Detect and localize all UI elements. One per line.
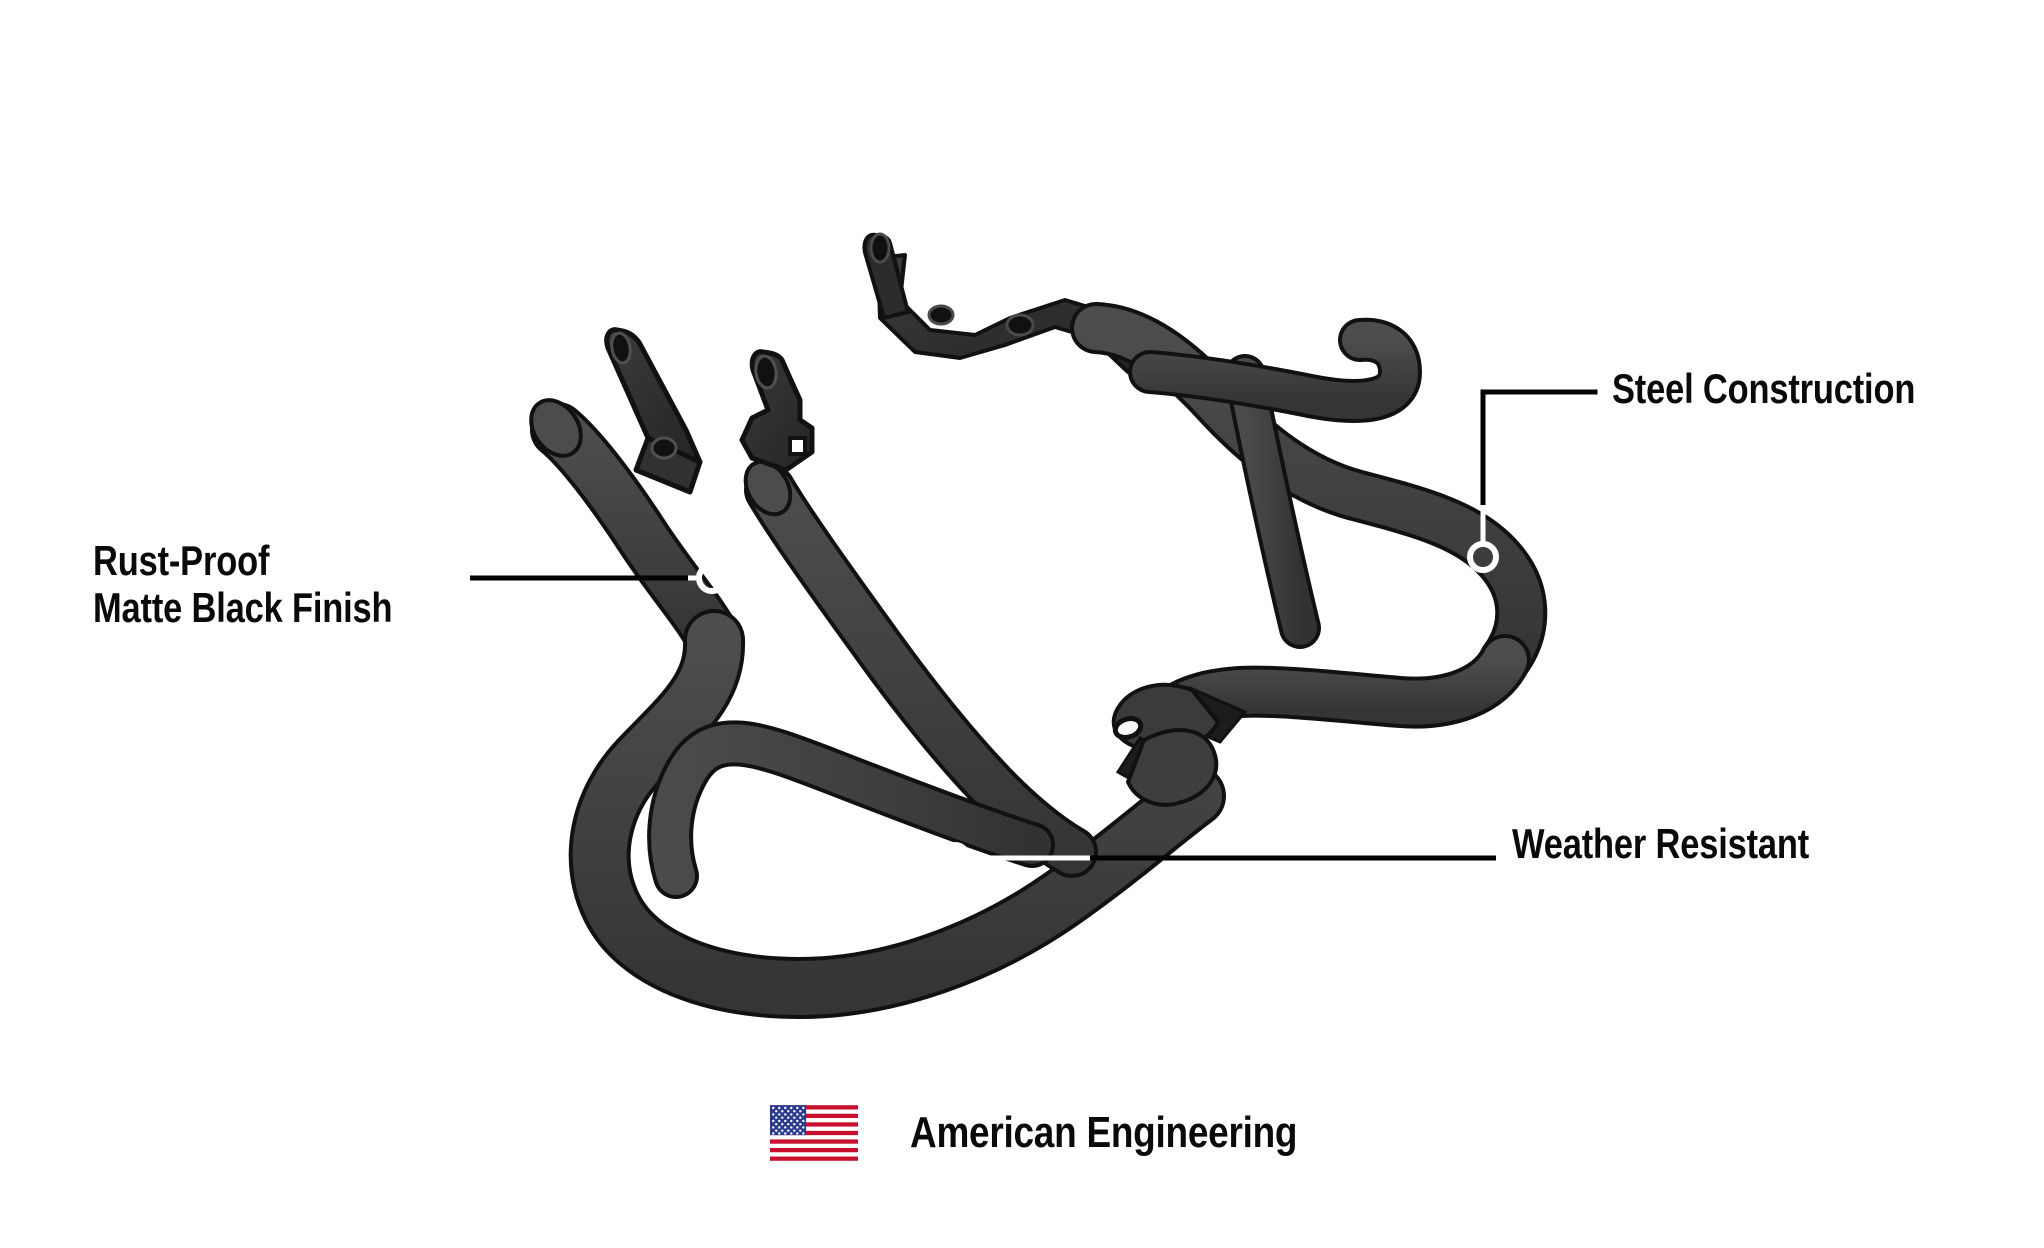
front-left-bracket-hole-2 xyxy=(650,436,678,460)
front-diagonal-brace-fill xyxy=(651,724,1051,895)
rear-hoop-assembly xyxy=(862,232,1548,753)
callout-label-rust-proof-line2: Matte Black Finish xyxy=(92,584,393,632)
callout-label-rust-proof-line1: Rust-Proof xyxy=(92,537,270,584)
callout-label-weather-resistant-line1: Weather Resistant xyxy=(1512,820,1810,867)
footer-badge-text: American Engineering xyxy=(910,1108,1298,1157)
rear-bracket-bolt-hole-3 xyxy=(1005,313,1035,337)
front-middle-bracket-notch xyxy=(788,436,807,456)
front-loop-main-tube-fill xyxy=(572,613,1222,1016)
front-left-mount-bracket xyxy=(604,327,703,495)
front-inner-tube-fill xyxy=(748,468,1094,874)
front-tube-end-cap xyxy=(1115,728,1219,807)
front-inner-tube-end xyxy=(743,459,793,517)
front-left-tube-end xyxy=(529,398,583,458)
callout-label-steel-construction: Steel Construction xyxy=(1612,365,1915,412)
ring-marker-icon-weather-resistant[interactable] xyxy=(939,842,971,874)
ring-marker-icon-steel-construction[interactable] xyxy=(1467,541,1499,573)
callout-label-steel-construction-line1: Steel Construction xyxy=(1612,365,1916,412)
front-left-bracket-hole-1 xyxy=(610,331,632,365)
front-left-upper-tube-fill xyxy=(534,406,738,664)
ring-marker-icon-rust-proof[interactable] xyxy=(696,562,728,594)
callout-leader-rust-proof xyxy=(470,562,728,594)
callout-label-rust-proof: Rust-Proof Matte Black Finish xyxy=(92,537,393,632)
rear-bracket-bolt-hole-2 xyxy=(927,304,955,326)
leader-line-steel-construction xyxy=(1480,389,1598,515)
us-flag-icon xyxy=(770,1105,858,1161)
front-loop-assembly xyxy=(529,327,1226,1020)
front-middle-bracket-hole xyxy=(754,354,778,390)
front-middle-step-bracket xyxy=(739,349,815,473)
callout-label-weather-resistant: Weather Resistant xyxy=(1512,820,1809,867)
callout-leader-weather-resistant xyxy=(939,842,1496,874)
rear-crossover-tube-fill xyxy=(1132,321,1419,419)
rear-end-cap-hole xyxy=(1112,716,1144,740)
callout-leader-steel-construction xyxy=(1467,389,1598,573)
footer-badge: American Engineering xyxy=(770,1105,1371,1161)
rear-bracket-bolt-hole-1 xyxy=(869,232,891,264)
